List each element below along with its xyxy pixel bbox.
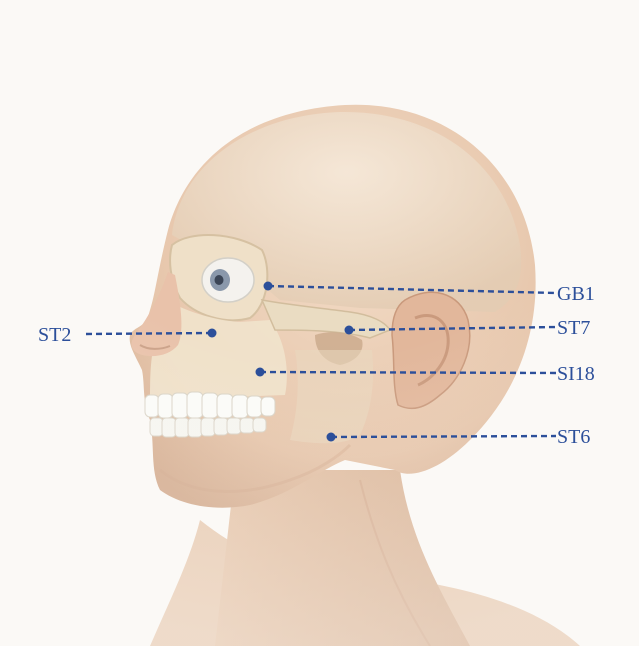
marker-gb1: [264, 282, 273, 291]
label-si18: SI18: [557, 363, 595, 385]
label-st7: ST7: [557, 317, 590, 339]
label-st2: ST2: [38, 324, 71, 346]
label-st6: ST6: [557, 426, 590, 448]
marker-st6: [327, 433, 336, 442]
marker-st2: [208, 329, 217, 338]
label-gb1: GB1: [557, 283, 595, 305]
leader-line-st6: [331, 436, 556, 437]
marker-st7: [345, 326, 354, 335]
marker-si18: [256, 368, 265, 377]
